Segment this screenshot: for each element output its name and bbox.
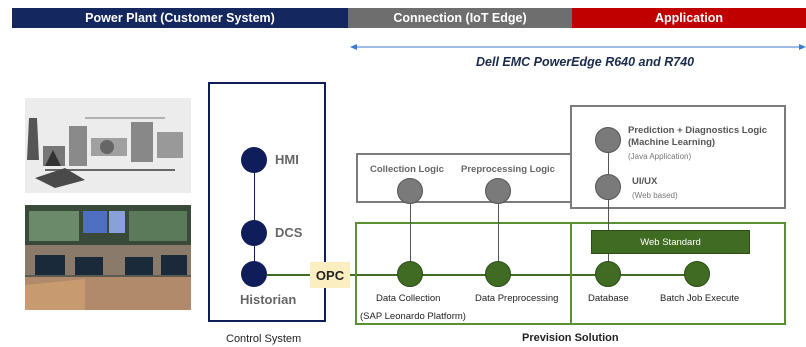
server-span-arrow: [350, 44, 806, 50]
control-system-caption: Control System: [226, 333, 302, 345]
collection-logic-label: Collection Logic: [370, 164, 444, 175]
server-label: Dell EMC PowerEdge R640 and R740: [476, 55, 695, 69]
data-preprocessing-node: [485, 261, 511, 287]
preprocessing-logic-node: [485, 178, 511, 204]
control-system-box: [208, 82, 326, 322]
uiux-title: UI/UX: [632, 176, 658, 187]
uiux-node: [595, 174, 621, 200]
solution-caption: Prevision Solution: [522, 332, 619, 344]
application-connector: [608, 140, 609, 272]
batch-job-label: Batch Job Execute: [660, 293, 740, 304]
dcs-node: [241, 220, 267, 246]
collection-logic-node: [397, 178, 423, 204]
header-application-label: Application: [654, 11, 724, 25]
web-standard-label: Web Standard: [640, 236, 701, 248]
header-connection-label: Connection (IoT Edge): [393, 11, 527, 25]
opc-box: OPC: [310, 262, 350, 288]
header-power-plant-label: Power Plant (Customer System): [85, 11, 275, 25]
platform-divider: [570, 222, 572, 325]
prediction-title-2: (Machine Learning): [628, 137, 716, 148]
header-connection: Connection (IoT Edge): [348, 8, 572, 28]
prediction-sub: (Java Application): [628, 152, 692, 161]
historian-label: Historian: [240, 292, 297, 307]
collection-connector: [410, 190, 411, 272]
preprocessing-connector: [498, 190, 499, 272]
preprocessing-logic-label: Preprocessing Logic: [461, 164, 555, 175]
platform-label: (SAP Leonardo Platform): [360, 311, 466, 322]
dcs-label: DCS: [275, 225, 303, 240]
header-power-plant: Power Plant (Customer System): [12, 8, 348, 28]
prediction-node: [595, 127, 621, 153]
header-application: Application: [572, 8, 806, 28]
hmi-label: HMI: [275, 152, 299, 167]
main-data-line: [267, 274, 697, 276]
prediction-title-1: Prediction + Diagnostics Logic: [628, 125, 768, 136]
power-plant-schematic-image: [25, 98, 191, 193]
database-node: [595, 261, 621, 287]
uiux-sub: (Web based): [632, 191, 678, 200]
data-collection-label: Data Collection: [376, 293, 441, 304]
historian-node: [241, 261, 267, 287]
database-label: Database: [588, 293, 629, 304]
batch-job-node: [684, 261, 710, 287]
logic-box: [356, 153, 572, 203]
application-logic-box: [570, 105, 786, 209]
control-room-image: [25, 205, 191, 310]
data-preprocessing-label: Data Preprocessing: [475, 293, 559, 304]
web-standard-bar: Web Standard: [591, 230, 750, 254]
control-system-connector: [254, 160, 255, 275]
opc-label: OPC: [315, 267, 345, 283]
data-collection-node: [397, 261, 423, 287]
hmi-node: [241, 147, 267, 173]
